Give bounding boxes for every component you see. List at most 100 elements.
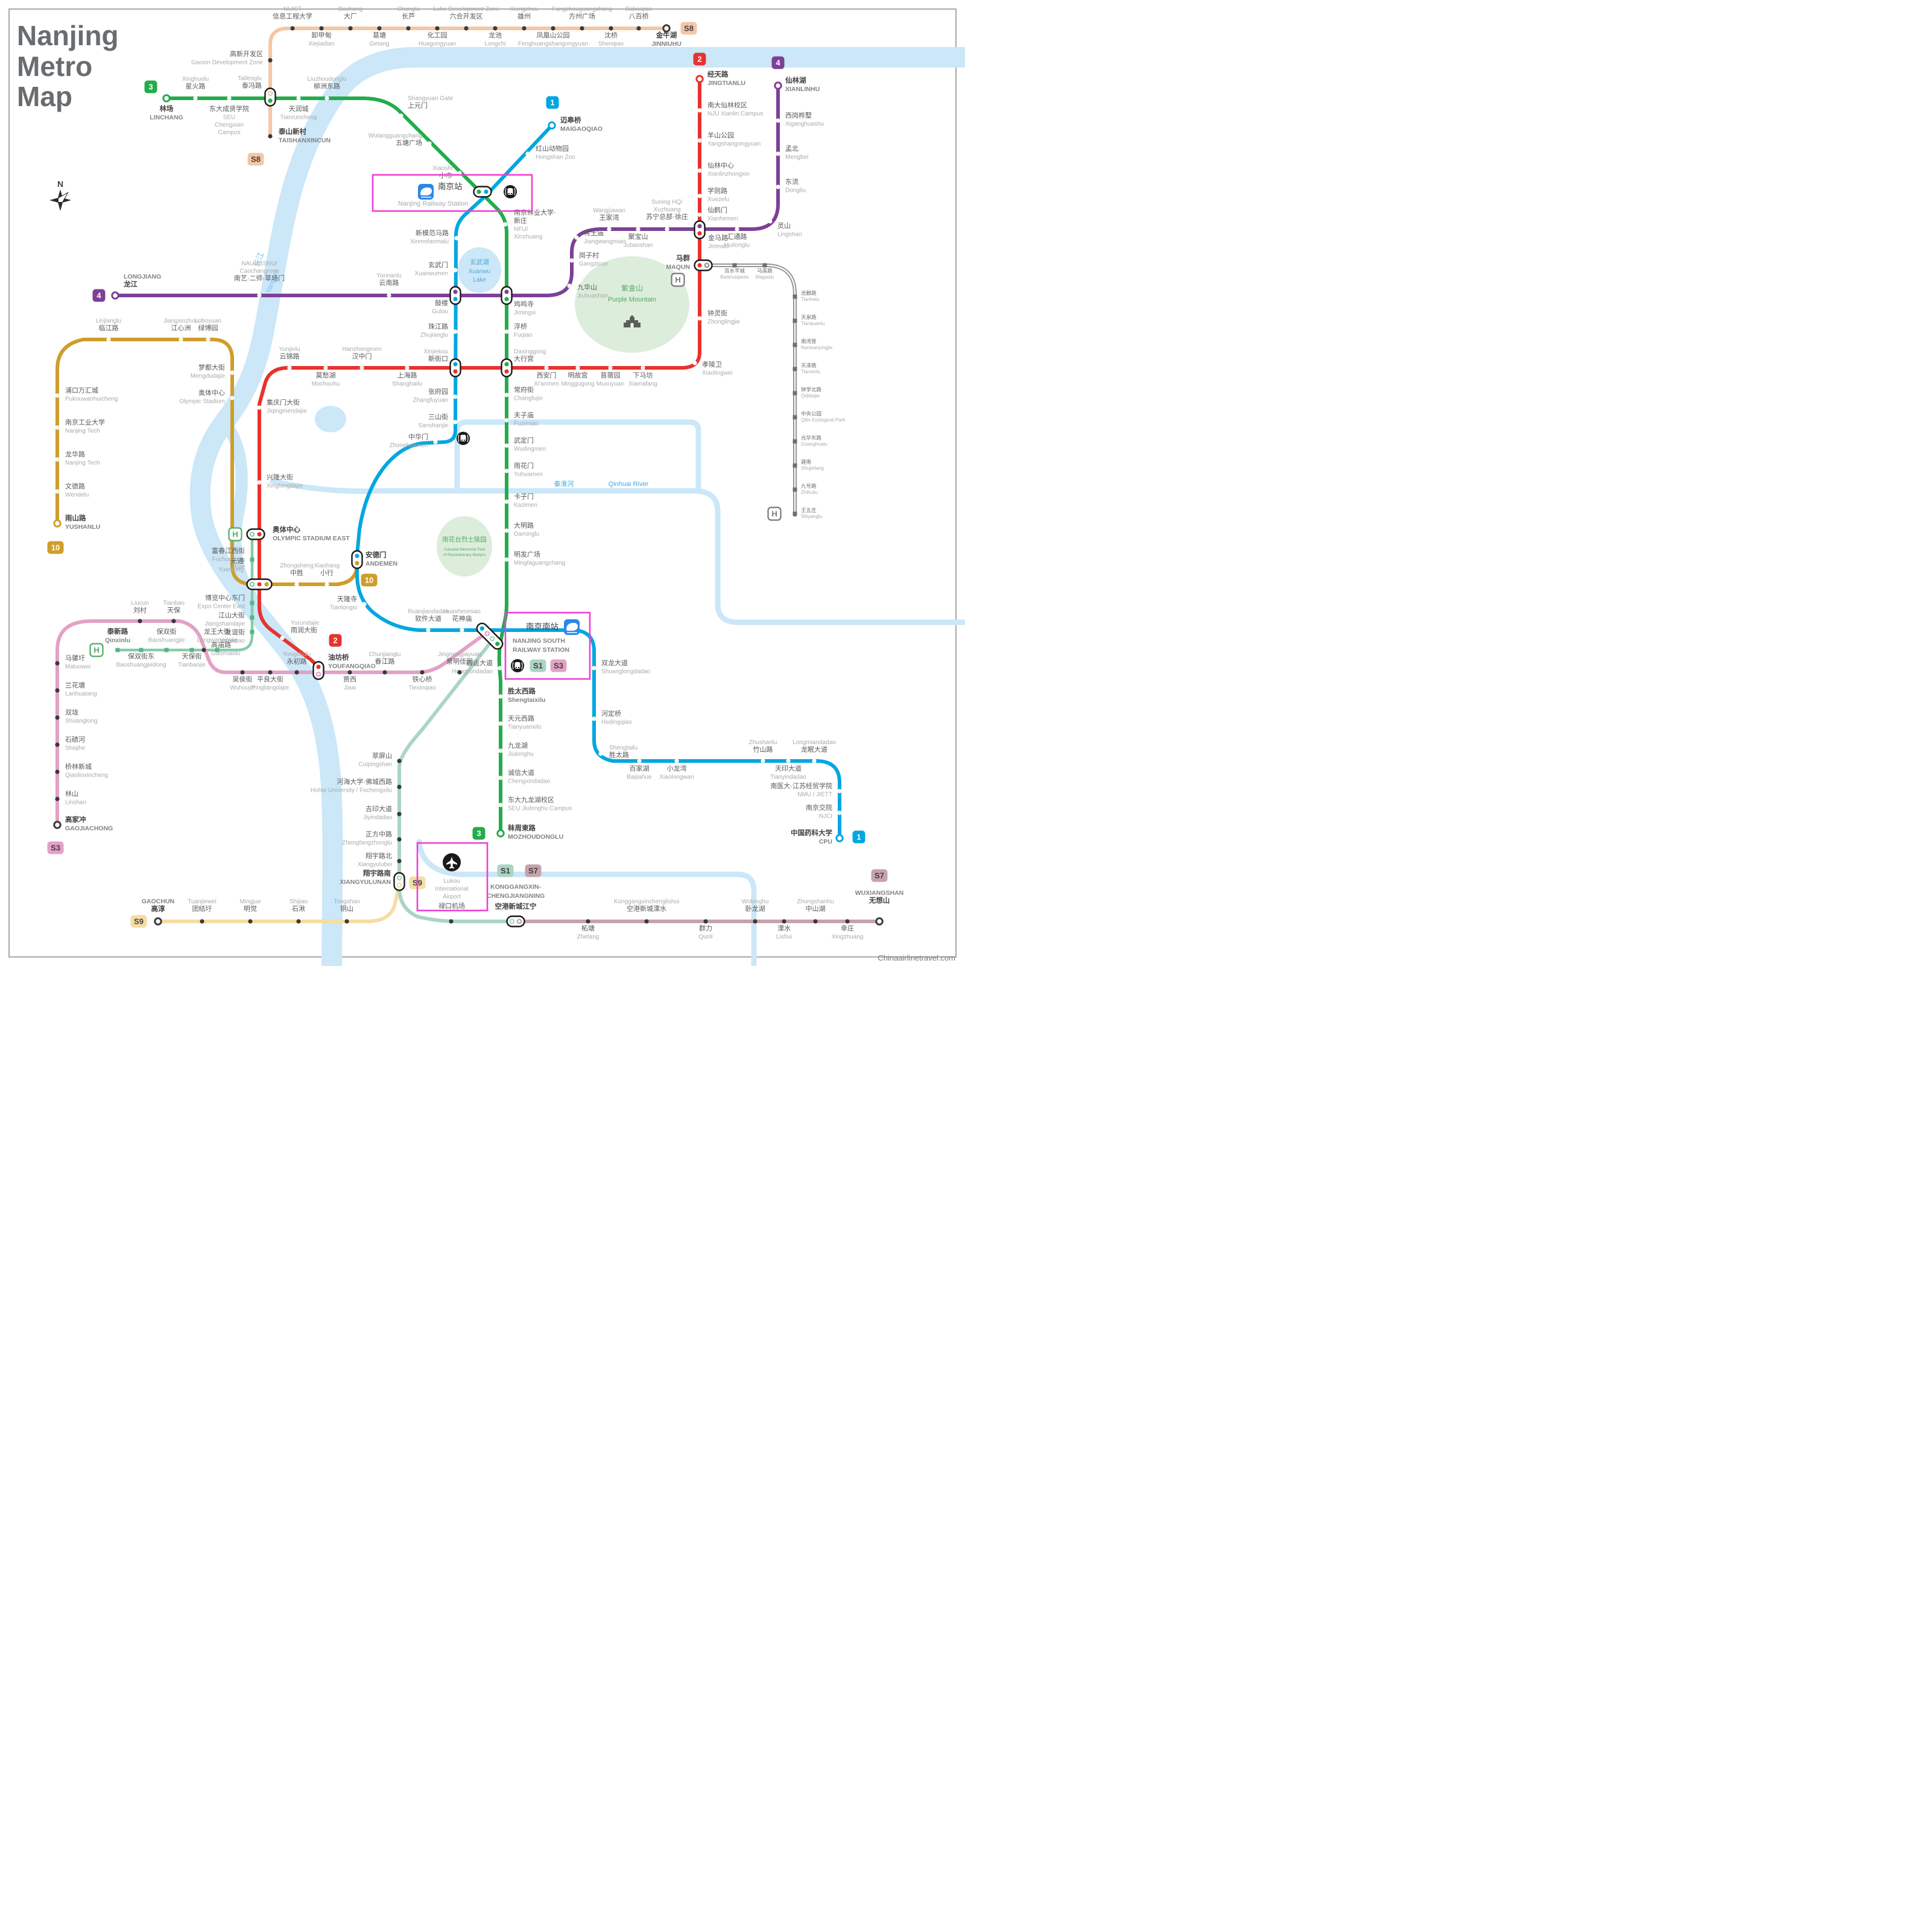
station-label: 雄州 <box>517 12 531 21</box>
station-nuist <box>290 26 295 31</box>
station-tianxinlu <box>793 367 797 371</box>
station-label: SEU Jiulonghu Campus <box>508 806 572 812</box>
station-label: 小行 <box>320 569 334 577</box>
station-gangzicun <box>569 258 574 263</box>
station-label: 九号路 <box>801 483 817 489</box>
hub-label: CHENGJIANGNING <box>487 892 545 900</box>
station-label: NUIST <box>283 6 302 13</box>
interchange-xinjiekou <box>449 358 461 377</box>
station-chunjianglu <box>382 670 387 675</box>
station-label: Jiqingmendajie <box>267 408 307 415</box>
station-label: 油坊桥 <box>328 653 349 661</box>
station-label: NJCI <box>819 813 832 820</box>
station-label: 柳洲东路 <box>314 82 340 90</box>
station-label: 苏宁总部·徐庄 <box>646 212 688 221</box>
station-label: 卸甲甸 <box>312 31 332 39</box>
geo-label: Lake <box>473 277 486 283</box>
station-label: 孝陵卫 <box>702 361 722 368</box>
nanjing-railway-station-box <box>372 174 533 212</box>
station-hongyundadao <box>498 666 502 671</box>
station-baoshuangjie <box>164 648 169 652</box>
station-label: 灵山 <box>777 222 791 230</box>
badge-label: S9 <box>134 917 144 926</box>
station-label: Fuqiao <box>514 332 533 339</box>
station-label: 胜太西路 <box>507 687 536 695</box>
station-label: Xuzhuang <box>653 207 680 213</box>
station-tianruncheng <box>296 96 301 101</box>
station-jiangshandajie <box>250 615 255 620</box>
station-label: Daminglu <box>514 531 539 538</box>
station-label: Jingmingjiayuan <box>438 651 481 658</box>
line-S3 <box>55 619 488 828</box>
badge-label: 3 <box>476 829 481 838</box>
station-label: Xiaolongwan <box>659 774 694 781</box>
station-label: 河定桥 <box>601 709 621 718</box>
station-label: 云南路 <box>379 279 399 287</box>
station-label: 浮桥 <box>514 323 527 330</box>
station-label: Tianquanlu <box>801 321 824 326</box>
interchange-olympic-stadium-east <box>246 528 265 540</box>
station-label: 鼓楼 <box>435 298 448 307</box>
station-label: Minggugong <box>561 381 594 388</box>
station-xuanwumen <box>453 268 458 273</box>
station-label: XIANGYULUNAN <box>340 879 391 886</box>
station-fangzhouguangchang <box>580 26 584 31</box>
station-label: Xiaolingwei <box>702 370 733 377</box>
station-xiaohang <box>324 582 329 587</box>
station-gaojiachong <box>53 821 62 829</box>
station-zhihuilu <box>793 487 797 492</box>
station-label: Yongchulu <box>283 651 311 658</box>
station-tianquanlu <box>793 318 797 323</box>
station-label: Longchi <box>484 41 505 48</box>
station-jiuhuashan <box>567 283 572 288</box>
station-label: 泰新路 <box>107 627 128 636</box>
station-wendelu <box>55 489 60 494</box>
station-zhushanlu <box>761 759 765 763</box>
station-label: 花神庙 <box>452 614 472 623</box>
station-zhetang <box>586 919 590 924</box>
station-label: Qididajie <box>801 393 820 399</box>
station-label: 星火路 <box>186 83 206 90</box>
station-label: 龙眠大道 <box>801 745 827 754</box>
station-label: 贾西 <box>343 675 356 683</box>
station-longchi <box>493 26 498 31</box>
station-tianhelu <box>793 294 797 299</box>
station-label: 团结圩 <box>192 905 212 913</box>
line-GR <box>703 264 797 517</box>
station-jiulonghu <box>498 748 503 753</box>
station-label: 明发广场 <box>514 550 540 558</box>
station-gaochun <box>154 917 162 926</box>
station-label: Longmiandadao <box>793 739 836 746</box>
station-label: Tuanjiewei <box>188 898 216 905</box>
badge-label: 2 <box>333 636 337 645</box>
metro-logo-icon <box>504 185 517 198</box>
station-label: Xianhemen <box>707 216 738 223</box>
station-zhongsheng <box>294 582 299 587</box>
station-label: Cuipingshan <box>358 762 392 768</box>
station-olympic-stadium <box>230 396 235 400</box>
station-label: Jinmalu <box>708 244 729 250</box>
station-label: JINGTIANLU <box>707 80 745 87</box>
station-xiganghuashu <box>776 118 780 123</box>
station-label: 建南 <box>801 459 811 465</box>
station-suning-hq <box>665 227 669 232</box>
badge-h: H <box>767 507 782 521</box>
interchange-andemen <box>351 550 363 569</box>
station-youyiqiao <box>250 630 255 634</box>
station-getang <box>377 26 382 31</box>
station-label: Tianruncheng <box>280 115 317 121</box>
station-label: CPU <box>819 838 832 845</box>
station-label: Jiangwangmiao <box>584 239 626 245</box>
page-title: Nanjing Metro Map <box>17 20 119 113</box>
station-label: 红山动物园 <box>536 144 569 153</box>
station-label: 奥体中心 <box>272 525 300 534</box>
station-qunli <box>703 919 708 924</box>
station-label: 新街口 <box>428 355 448 363</box>
station-label: Campus <box>218 130 240 136</box>
station-label: 石碛河 <box>65 736 85 743</box>
station-label: 钟学北路 <box>801 387 822 393</box>
station-liucun <box>138 619 142 623</box>
hub-label: 南京站 <box>438 182 463 191</box>
station-wuhoujie <box>240 670 245 675</box>
